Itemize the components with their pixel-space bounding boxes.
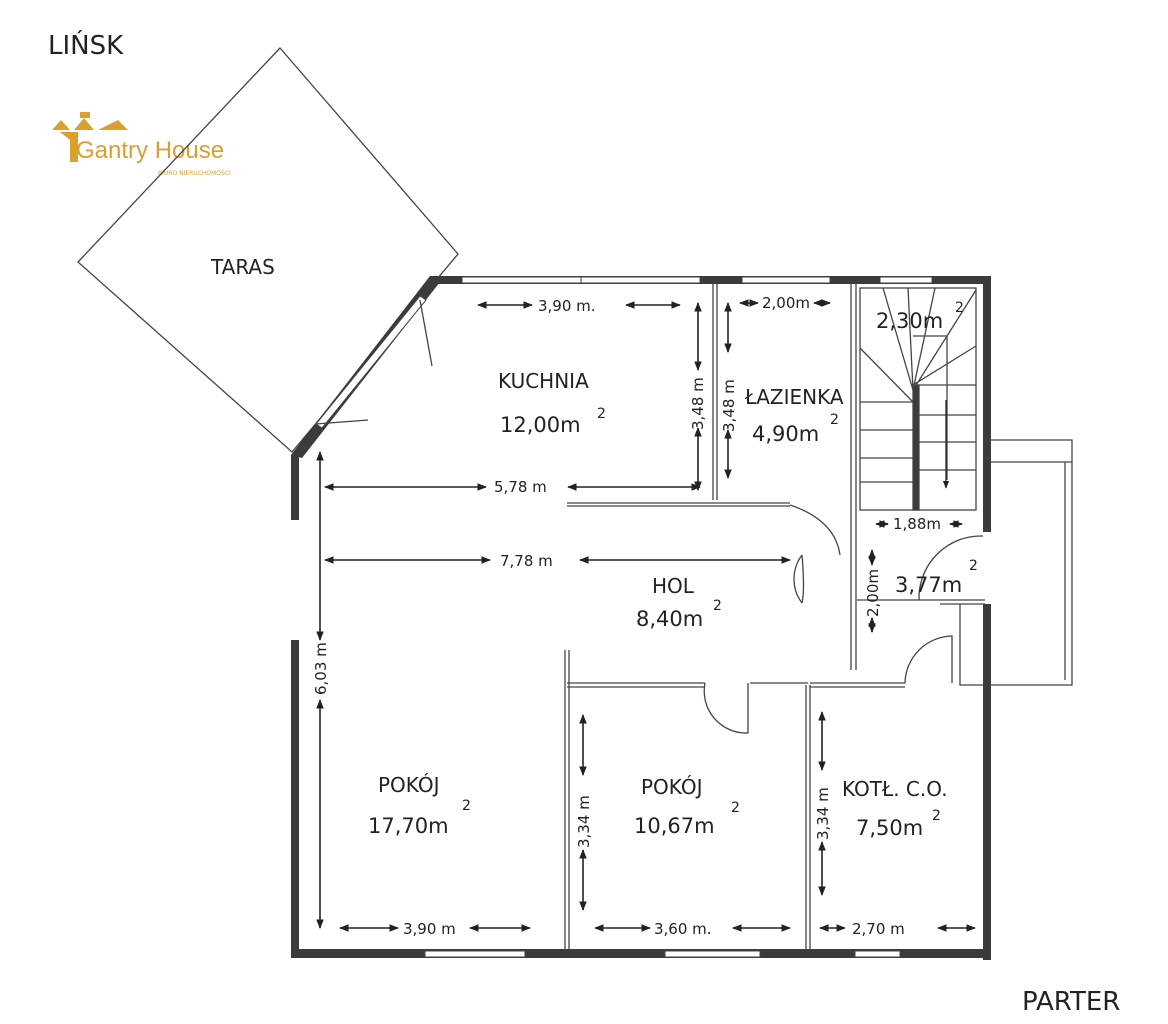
dim-stairs-width: 1,88m <box>893 515 941 533</box>
unit-exponent: 2 <box>731 800 740 816</box>
room-schody: 2,30m 2 <box>876 300 964 333</box>
room-name: ŁAZIENKA <box>744 385 844 409</box>
unit-exponent: 2 <box>932 808 941 824</box>
room-hol: HOL 8,40m 2 <box>636 574 722 631</box>
terrace-door <box>315 299 433 425</box>
unit-exponent: 2 <box>713 598 722 614</box>
logo-mark-icon <box>52 112 128 162</box>
room-kuchnia: KUCHNIA 12,00m 2 <box>498 369 606 437</box>
room-area: 2,30m <box>876 309 943 333</box>
room-name: KUCHNIA <box>498 369 589 393</box>
room-area: 7,50m <box>856 816 923 840</box>
dimension-lines: 3,90 m. 2,00m 3,48 m 3,48 m 5,78 m 1,88m… <box>312 294 976 938</box>
dim-pokoj2-height: 3,34 m <box>575 795 593 848</box>
room-area: 17,70m <box>368 814 449 838</box>
room-name: POKÓJ <box>378 773 439 797</box>
dim-kuchnia-full: 5,78 m <box>494 478 547 496</box>
location-title: LIŃSK <box>48 29 124 61</box>
dim-kotlownia-height: 3,34 m <box>814 787 832 840</box>
room-pokoj-1: POKÓJ 17,70m 2 <box>368 773 471 838</box>
room-area: 3,77m <box>895 573 962 597</box>
dim-hol-width: 7,78 m <box>500 552 553 570</box>
room-name: POKÓJ <box>641 775 702 799</box>
room-area: 10,67m <box>634 814 715 838</box>
room-name: HOL <box>652 574 695 598</box>
unit-exponent: 2 <box>830 412 839 428</box>
unit-exponent: 2 <box>462 798 471 814</box>
room-kotlownia: KOTŁ. C.O. 7,50m 2 <box>842 777 948 840</box>
room-pokoj-2: POKÓJ 10,67m 2 <box>634 775 740 838</box>
dim-lazienka-height: 3,48 m <box>720 379 738 432</box>
windows <box>315 276 933 958</box>
logo: Gantry House BIURO NIERUCHOMOŚCI <box>52 112 231 177</box>
room-lazienka: ŁAZIENKA 4,90m 2 <box>744 385 844 446</box>
dim-kuchnia-width: 3,90 m. <box>538 297 596 315</box>
dim-kotlownia-width: 2,70 m <box>852 920 905 938</box>
interior-walls <box>564 284 1073 950</box>
logo-tagline: BIURO NIERUCHOMOŚCI <box>158 170 231 177</box>
dim-pokoj2-width: 3,60 m. <box>654 920 712 938</box>
logo-name: Gantry House <box>76 137 224 164</box>
room-name-taras: TARAS <box>210 255 275 279</box>
room-area: 12,00m <box>500 413 581 437</box>
unit-exponent: 2 <box>955 300 964 316</box>
room-area: 8,40m <box>636 607 703 631</box>
unit-exponent: 2 <box>969 558 978 574</box>
dim-wiatrolap-height: 2,00m <box>864 569 882 617</box>
room-name: KOTŁ. C.O. <box>842 777 948 801</box>
dim-kuchnia-height: 3,48 m <box>689 377 707 430</box>
dim-pokoj1-height: 6,03 m <box>312 642 330 695</box>
unit-exponent: 2 <box>597 406 606 422</box>
room-wiatrolap: 3,77m 2 <box>895 558 978 597</box>
room-area: 4,90m <box>752 422 819 446</box>
dim-pokoj1-width: 3,90 m <box>403 920 456 938</box>
staircase <box>859 287 977 511</box>
floor-label: PARTER <box>1022 987 1120 1017</box>
dim-lazienka-width: 2,00m <box>762 294 810 312</box>
terrace-outline <box>77 47 459 453</box>
